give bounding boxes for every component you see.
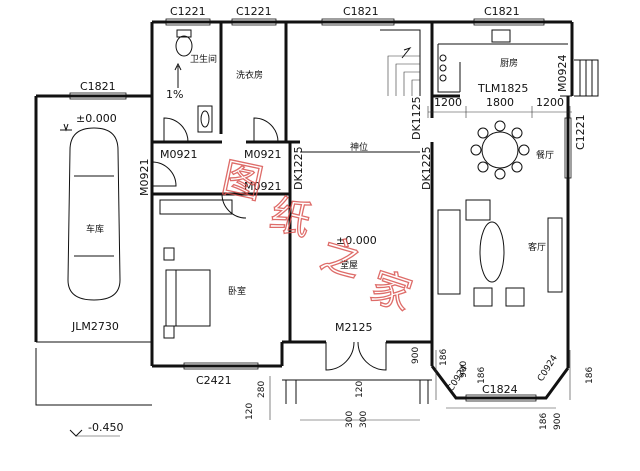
room-label-living: 客厅 xyxy=(528,241,546,253)
window-label-east: C1221 xyxy=(574,114,587,150)
stair xyxy=(387,46,420,96)
window-label-bay-right: C0924 xyxy=(536,353,560,383)
room-label-hall: 堂屋 xyxy=(340,259,358,271)
dim-porch-b: 120 xyxy=(245,403,255,420)
door-label-kitchen-side: M0924 xyxy=(556,55,569,93)
dim-bay-c: 186 xyxy=(477,367,487,384)
level-label-hall: ±0.000 xyxy=(336,234,377,247)
slope-label: 1% xyxy=(166,88,183,101)
door-label-opening-hall-left: DK1225 xyxy=(292,146,305,190)
room-label-kitchen: 厨房 xyxy=(500,57,518,69)
dim-bay-a: 186 xyxy=(439,349,449,366)
window-label-top-kitchen: C1821 xyxy=(484,5,520,18)
door-label-bedroom: M0921 xyxy=(244,180,282,193)
window-label-bay-front: C1824 xyxy=(482,383,518,396)
door-label-main: M2125 xyxy=(335,321,373,334)
dim-bay-f: 186 xyxy=(585,367,595,384)
room-label-dining: 餐厅 xyxy=(536,149,554,161)
dim-porch-d: 300 xyxy=(345,411,355,428)
window-label-top-bath: C1221 xyxy=(170,5,206,18)
door-label-laundry: M0921 xyxy=(244,148,282,161)
door-label-opening-hall-right: DK1225 xyxy=(420,146,433,190)
door-label-garage: JLM2730 xyxy=(71,320,119,333)
dimension-lines xyxy=(60,106,572,437)
dim-porch-a: 280 xyxy=(257,381,267,398)
watermark: 图 纸 之 家 xyxy=(217,154,418,320)
room-label-bath: 卫生间 xyxy=(190,53,217,65)
fixtures xyxy=(67,29,563,339)
door-label-kitchen-sliding: TLM1825 xyxy=(477,82,528,95)
dim-porch-c: 120 xyxy=(355,381,365,398)
dim-kitchen-left: 1200 xyxy=(434,96,462,109)
window-label-top-laundry: C1221 xyxy=(236,5,272,18)
watermark-char-3: 之 xyxy=(315,231,366,286)
dim-bay-d: 186 xyxy=(539,413,549,430)
watermark-char-2: 纸 xyxy=(266,191,316,245)
window-label-garage-top: C1821 xyxy=(80,80,116,93)
room-label-garage: 车库 xyxy=(86,223,104,235)
window-label-top-living: C1821 xyxy=(343,5,379,18)
room-label-laundry: 洗衣房 xyxy=(236,69,263,81)
dim-bay-e: 900 xyxy=(553,413,563,430)
watermark-char-1: 图 xyxy=(218,155,267,208)
dim-kitchen-right: 1200 xyxy=(536,96,564,109)
window-label-bedroom-bottom: C2421 xyxy=(196,374,232,387)
door-label-garage-side: M0921 xyxy=(138,159,151,197)
room-label-bedroom: 卧室 xyxy=(228,285,246,297)
watermark-char-4: 家 xyxy=(365,264,417,320)
level-label-outside: -0.450 xyxy=(88,421,123,434)
door-label-opening-stair: DK1125 xyxy=(410,96,423,140)
dim-kitchen-mid: 1800 xyxy=(486,96,514,109)
door-swings xyxy=(151,95,572,371)
dim-bay-b: 900 xyxy=(459,361,469,378)
dim-bay-side: 900 xyxy=(411,347,421,364)
window-symbols xyxy=(69,18,572,402)
room-label-altar: 神位 xyxy=(350,141,368,153)
dim-porch-e: 300 xyxy=(359,411,369,428)
level-label-garage: ±0.000 xyxy=(76,112,117,125)
door-label-bath: M0921 xyxy=(160,148,198,161)
walls xyxy=(34,20,599,406)
